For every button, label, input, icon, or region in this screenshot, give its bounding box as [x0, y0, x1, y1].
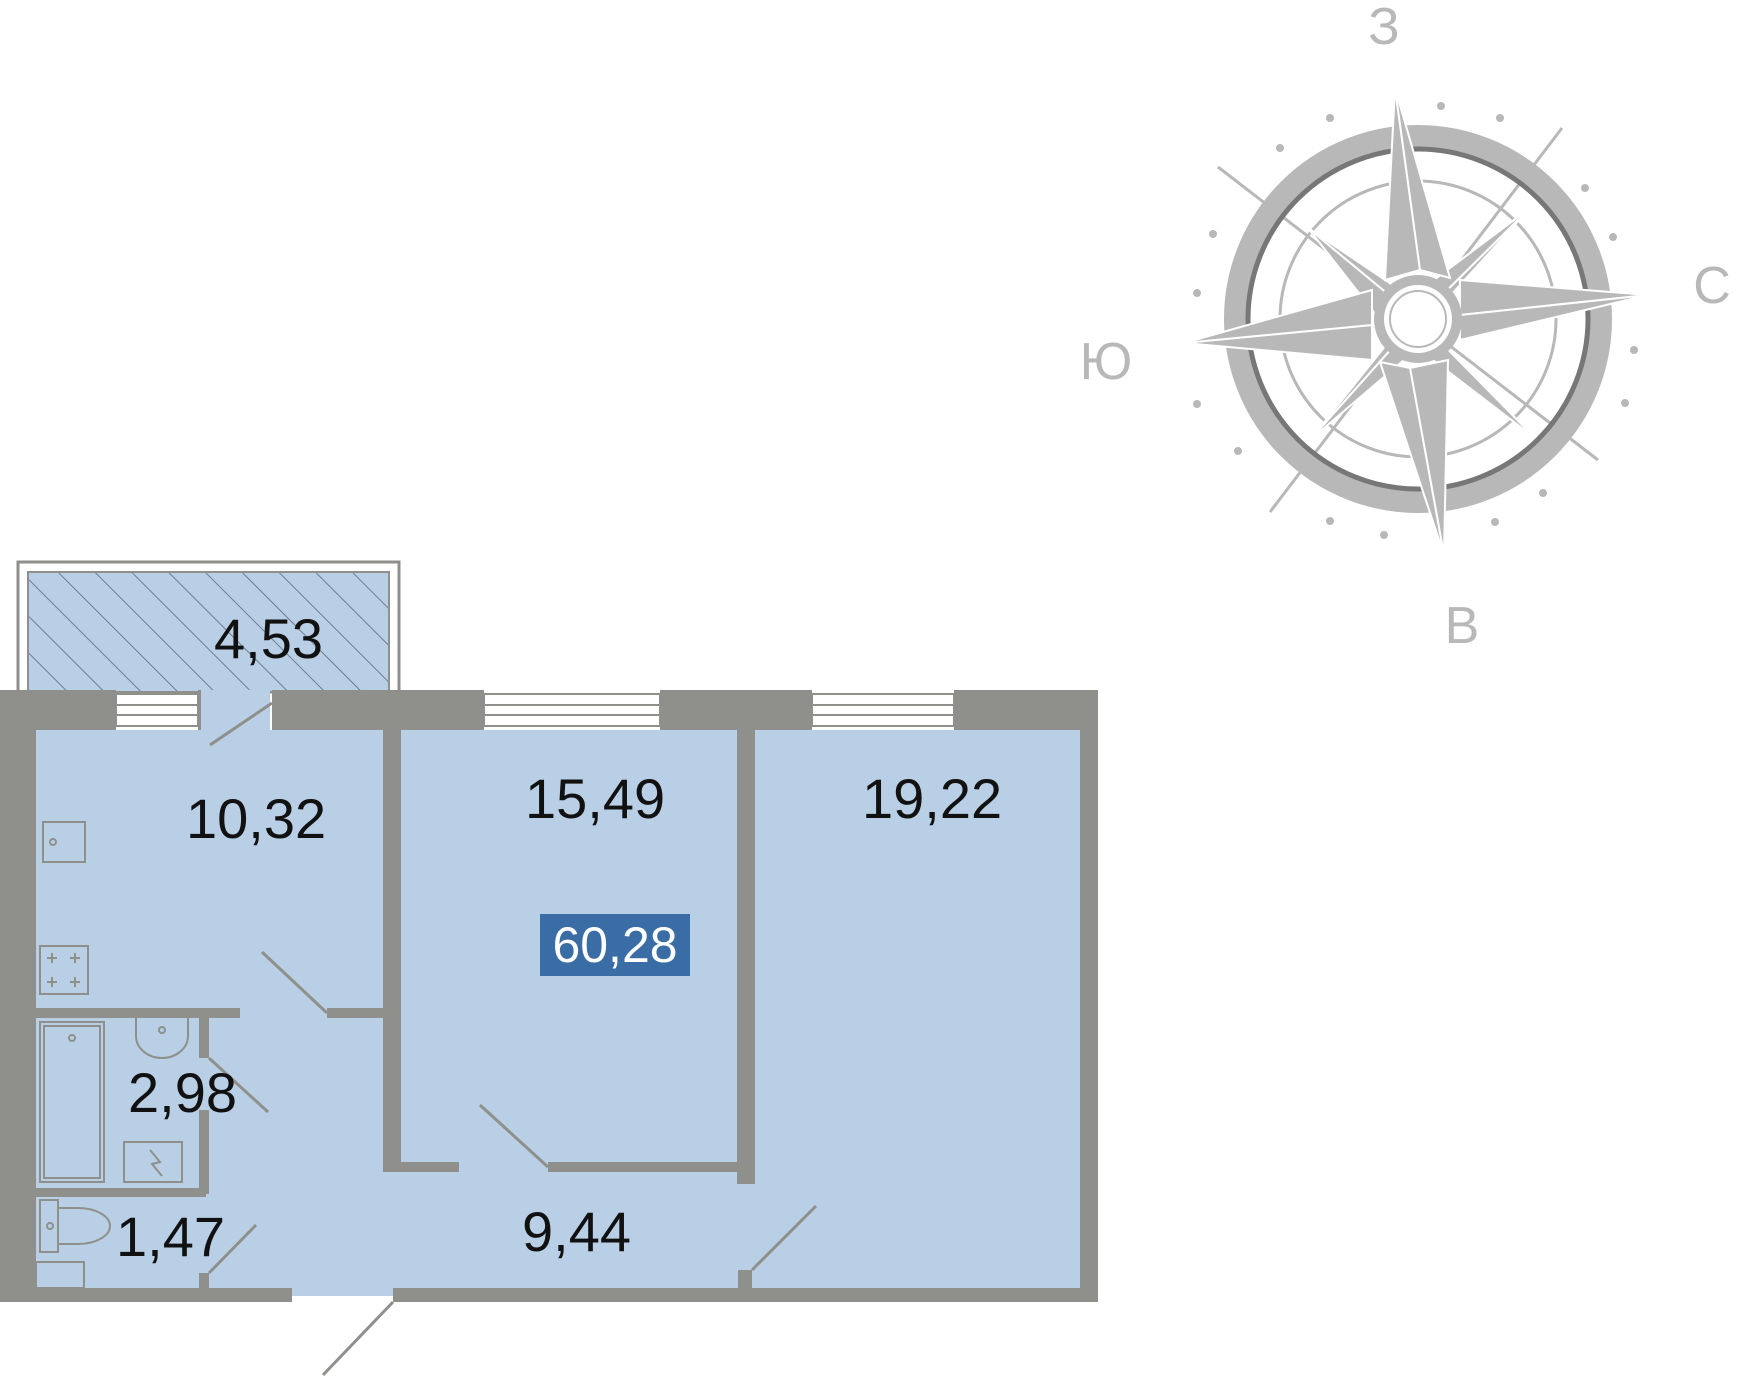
middle-room-area: 15,49 [525, 767, 665, 830]
right-room-door [750, 1204, 818, 1272]
kitchen-door [260, 950, 329, 1015]
compass-south-label: В [1445, 597, 1480, 655]
compass-east-label: С [1693, 257, 1731, 315]
door-swings [207, 701, 818, 1377]
total-area-badge: 60,28 [540, 914, 690, 976]
balcony-area: 4,53 [214, 607, 323, 670]
compass-icon: З С В Ю [1080, 0, 1731, 655]
sink-icon [135, 1018, 189, 1059]
total-area: 60,28 [552, 917, 677, 973]
toilet-door [207, 1223, 258, 1275]
washing-machine-icon [123, 1141, 183, 1183]
walls [0, 690, 1098, 1302]
room-labels: 4,53 10,32 15,49 19,22 2,98 1,47 9,44 [116, 607, 1002, 1268]
bathtub-icon [39, 1021, 105, 1183]
toilet-icon [39, 1199, 111, 1253]
fixtures [35, 821, 189, 1289]
bathroom-area: 2,98 [128, 1061, 237, 1124]
right-room-area: 19,22 [862, 767, 1002, 830]
windows [115, 693, 955, 727]
middle-room-window [483, 693, 661, 727]
compass-north-label: З [1368, 0, 1399, 56]
balcony-door [209, 701, 273, 747]
kitchen-window [115, 693, 199, 727]
balcony [16, 560, 401, 694]
compass-west-label: Ю [1080, 333, 1133, 391]
bathroom-door [207, 1056, 270, 1114]
compass-dots [1193, 102, 1638, 539]
entrance-door [321, 1300, 395, 1377]
kitchen-area: 10,32 [186, 787, 326, 850]
right-room-window [811, 693, 955, 727]
stove-icon [39, 945, 89, 995]
toilet-niche [35, 1261, 85, 1289]
middle-room-door [478, 1103, 550, 1169]
fridge-icon [42, 821, 86, 863]
corridor-area: 9,44 [522, 1200, 631, 1263]
toilet-area: 1,47 [116, 1205, 225, 1268]
